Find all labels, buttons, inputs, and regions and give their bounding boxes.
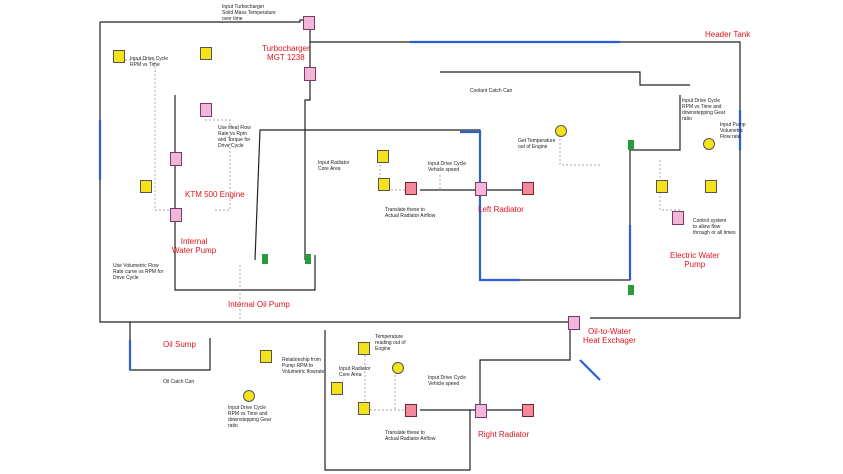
coolant-lines (98, 40, 742, 381)
pipe-right-loop (479, 95, 681, 281)
speed-left-source[interactable] (378, 178, 390, 191)
right-tee[interactable] (628, 285, 634, 295)
coolant-mid (460, 130, 520, 282)
turbocharger-label: Turbocharger MGT 1238 (262, 44, 310, 62)
electric-water-pump-label: Electric Water Pump (670, 251, 720, 269)
engine-temp-sensor[interactable] (392, 362, 404, 374)
note-radiator-core-right: Input Radiator Core Area (339, 366, 371, 378)
engine-block[interactable] (170, 208, 182, 222)
drive-cycle-source[interactable] (113, 50, 125, 63)
signal-a (125, 59, 175, 211)
oil-pump-source[interactable] (260, 350, 272, 363)
oil-drive-sensor[interactable] (243, 390, 255, 402)
note-relationship: Relationship from Pump RPM to Volumetric… (282, 357, 325, 375)
pipe-lower (324, 330, 471, 471)
engine-source[interactable] (140, 180, 152, 193)
turbocharger-block[interactable] (304, 67, 316, 81)
heat-exchanger-block[interactable] (568, 316, 580, 330)
note-coolant-catch-can: Coolant Catch Can (470, 88, 513, 94)
pipe-coolant-tank (440, 71, 690, 86)
water-pump-tee[interactable] (262, 254, 268, 264)
signal-g (364, 355, 410, 411)
note-gel-temp: Get Temperature out of Engine (518, 138, 556, 150)
right-airflow-out[interactable] (522, 404, 534, 417)
note-drive-cycle-torque: Input Drive Cycle RPM vs Time (130, 56, 169, 68)
note-oil-catch-can: Oil Catch Can (163, 379, 195, 385)
header-tee[interactable] (628, 140, 634, 150)
left-airflow-out[interactable] (522, 182, 534, 195)
electric-pump-block[interactable] (672, 211, 684, 225)
core-area-right-source[interactable] (331, 382, 343, 395)
signal-f (659, 160, 680, 211)
internal-oil-pump-label: Internal Oil Pump (228, 300, 290, 309)
pipe-mid (254, 129, 481, 261)
right-radiator-block[interactable] (475, 404, 487, 418)
pipe-hx (479, 322, 571, 410)
coolant-hx (579, 359, 601, 381)
pump-flow-sensor[interactable] (703, 138, 715, 150)
signal-e (559, 135, 600, 166)
left-airflow-in[interactable] (405, 182, 417, 195)
core-area-left-source[interactable] (377, 150, 389, 163)
note-drive-cycle-oil: Input Drive Cycle RPM vs Time and downst… (228, 405, 272, 429)
note-translate-left: Translate these to Actual Radiator Airfl… (385, 207, 436, 219)
signal-lines (125, 59, 680, 411)
note-control-system: Control system to allow flow through or … (693, 218, 736, 236)
right-radiator-label: Right Radiator (478, 430, 530, 439)
header-tank-label: Header Tank (705, 30, 751, 39)
note-turbo-input: Input Turbocharger Solid Mass Temperatur… (222, 4, 276, 22)
pipe-left (99, 22, 570, 323)
engine-tee[interactable] (305, 254, 311, 264)
note-pump-flow: Input Pump Volumetric Flow rate (720, 122, 746, 140)
note-vehicle-speed-right: Input Drive Cycle Vehicle speed (428, 375, 467, 387)
pipe-engine (174, 95, 316, 291)
torque-source[interactable] (200, 47, 212, 60)
pump-source-2[interactable] (656, 180, 668, 193)
note-vehicle-speed-left: Input Drive Cycle Vehicle speed (428, 161, 467, 173)
note-heat-flow: Use Heat Flow Rate vs Rpm and Torque for… (218, 125, 251, 149)
note-radiator-core-left: Input Radiator Core Area (318, 160, 350, 172)
heat-flow-block[interactable] (200, 103, 212, 117)
pump-source[interactable] (705, 180, 717, 193)
note-drive-cycle-pump: Input Drive Cycle RPM vs Time and downst… (682, 98, 726, 122)
signal-b (205, 119, 231, 211)
internal-water-pump-label: Internal Water Pump (172, 237, 217, 255)
right-airflow-in[interactable] (405, 404, 417, 417)
note-temp-reading: Temperature reading out of Engine (375, 334, 406, 352)
engine-heat-block[interactable] (170, 152, 182, 166)
ktm-engine-label: KTM 500 Engine (185, 190, 245, 199)
oil-sump-label: Oil Sump (163, 340, 196, 349)
turbo-solid-block[interactable] (303, 16, 315, 30)
temp-reading-source[interactable] (358, 342, 370, 355)
left-radiator-block[interactable] (475, 182, 487, 196)
note-vol-flow: Use Volumetric Flow Rate curve vs RPM fo… (113, 263, 164, 281)
left-radiator-label: Left Radiator (478, 205, 524, 214)
oil-to-water-hx-label: Oil-to-Water Heat Exchager (583, 327, 636, 345)
speed-right-source[interactable] (358, 402, 370, 415)
temp-sensor[interactable] (555, 125, 567, 137)
pipe-top (100, 19, 741, 319)
note-translate-right: Translate these to Actual Radiator Airfl… (385, 430, 436, 442)
